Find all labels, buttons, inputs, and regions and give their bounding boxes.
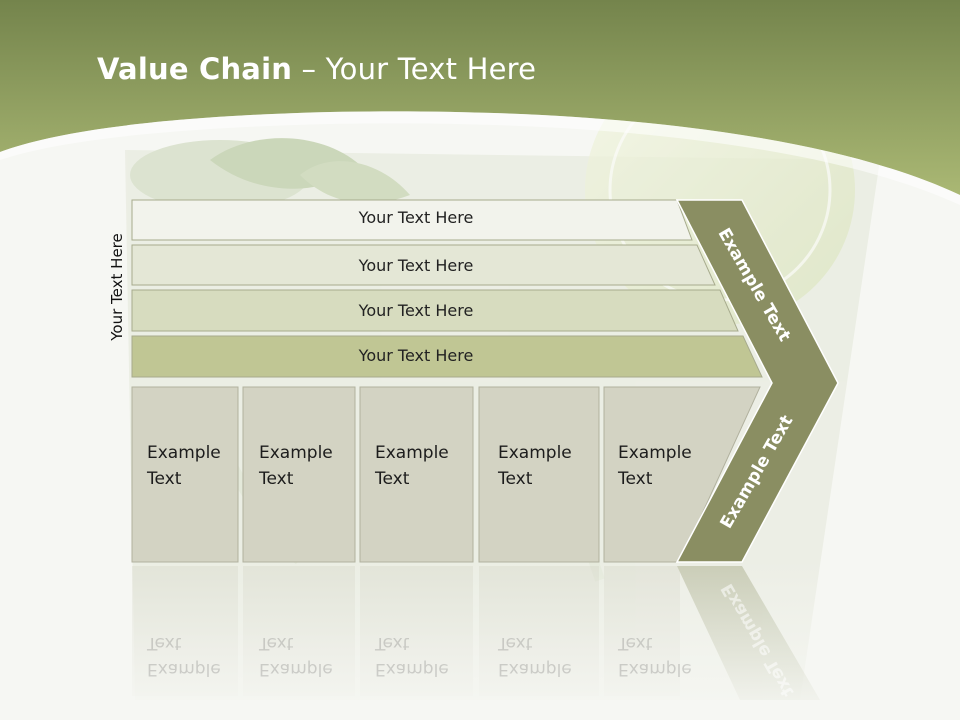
header-band	[0, 0, 960, 195]
cell-2-line2: Text	[259, 469, 294, 489]
cell-1-line1: Example	[147, 443, 221, 463]
bar-4	[131, 335, 763, 378]
cell-4-box	[478, 386, 600, 563]
cell-5-text: Example Text	[618, 440, 708, 492]
cell-1-text: Example Text	[147, 440, 237, 492]
cell-5-line2: Text	[618, 469, 653, 489]
bar-2-label: Your Text Here	[358, 256, 474, 275]
cell-5-reflection-line1: Example	[618, 659, 692, 679]
page-title: Value Chain – Your Text Here	[97, 52, 536, 86]
cell-3-reflection-line2: Text	[375, 633, 410, 653]
bar-1-label: Your Text Here	[358, 208, 474, 227]
cell-2-reflection-line2: Text	[259, 633, 294, 653]
bar-4-label: Your Text Here	[358, 346, 474, 365]
cell-1-line2: Text	[147, 469, 182, 489]
cell-3-text: Example Text	[375, 440, 465, 492]
cell-4-text: Example Text	[498, 440, 588, 492]
cell-4-reflection-line1: Example	[498, 659, 572, 679]
cell-3-reflection: Example Text	[375, 630, 465, 682]
title-rest: – Your Text Here	[292, 52, 537, 86]
cell-4-reflection-line2: Text	[498, 633, 533, 653]
cell-1-reflection: Example Text	[147, 630, 237, 682]
cell-3-reflection-line1: Example	[375, 659, 449, 679]
bar-3-label: Your Text Here	[358, 301, 474, 320]
cell-1-reflection-line1: Example	[147, 659, 221, 679]
cell-4-reflection: Example Text	[498, 630, 588, 682]
title-bold: Value Chain	[97, 52, 293, 86]
cell-4-line1: Example	[498, 443, 572, 463]
side-label: Your Text Here	[108, 233, 126, 341]
cell-4-line2: Text	[498, 469, 533, 489]
cell-3-box	[359, 386, 474, 563]
cell-3-line2: Text	[375, 469, 410, 489]
cell-5-reflection-line2: Text	[618, 633, 653, 653]
cell-2-reflection-line1: Example	[259, 659, 333, 679]
cell-3-line1: Example	[375, 443, 449, 463]
cell-2-reflection: Example Text	[259, 630, 349, 682]
cell-5-line1: Example	[618, 443, 692, 463]
cell-2-box	[242, 386, 356, 563]
cell-1-box	[131, 386, 239, 563]
header-swoosh	[0, 111, 960, 205]
cell-5-reflection: Example Text	[618, 630, 708, 682]
cell-2-line1: Example	[259, 443, 333, 463]
cell-1-reflection-line2: Text	[147, 633, 182, 653]
cell-2-text: Example Text	[259, 440, 349, 492]
bar-3	[131, 289, 739, 332]
bar-1	[131, 199, 693, 241]
bar-2	[131, 244, 716, 286]
